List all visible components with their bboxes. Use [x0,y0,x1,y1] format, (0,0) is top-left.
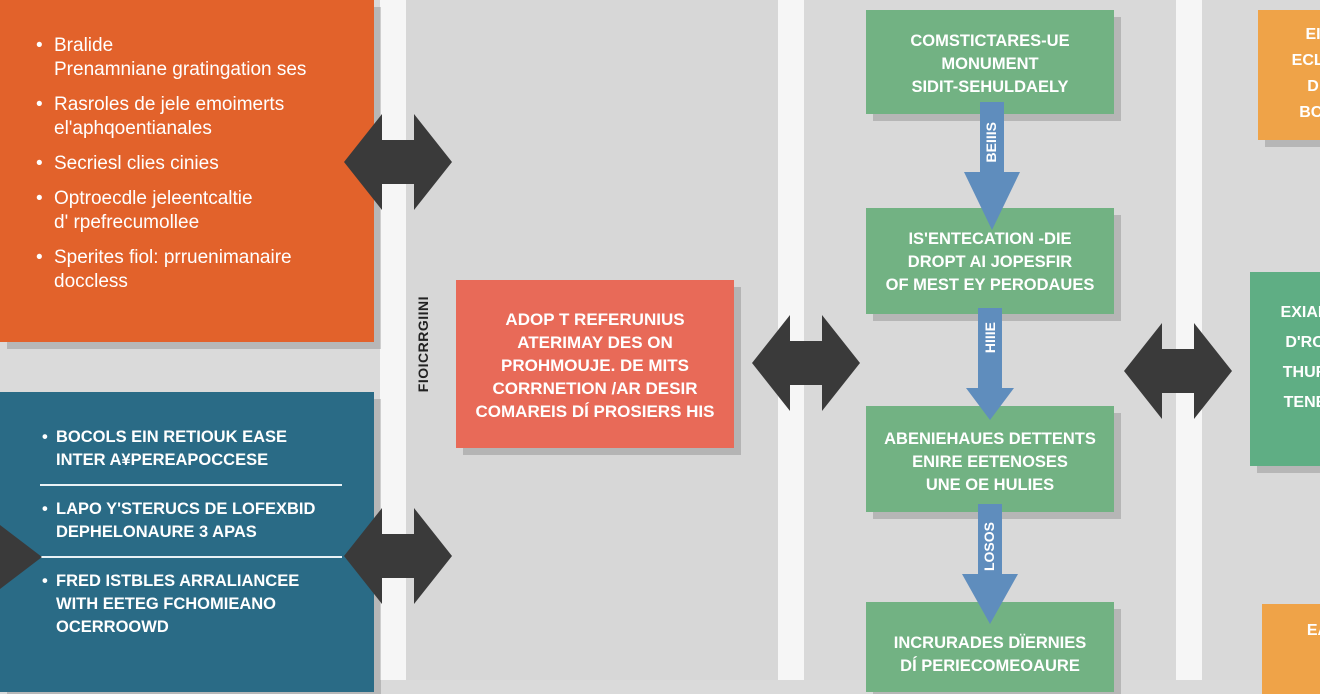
right-amber-box-bottom: EA [1262,604,1320,694]
list-item: Optroecdle jeleentcaltie d' rpefrecumoll… [26,187,360,235]
flow-step-1: COMSTICTARES-UE MONUMENT SIDIT-SEHULDAEL… [866,10,1114,114]
center-process-box: ADOP T REFERUNIUS ATERIMAY DES ON PROHMO… [456,280,734,448]
down-arrow-icon [962,504,1018,624]
down-arrow-icon [966,308,1014,420]
down-arrow-label: HIIIE [982,322,998,354]
double-arrow-icon [752,315,860,411]
orange-bullet-box: Bralide Prenamniane gratingation ses Ras… [0,0,374,342]
right-amber-box-top: EI ECLS D BCI [1258,10,1320,140]
down-arrow-icon [964,102,1020,230]
list-item: Sperites fiol: prruenimanaire doccless [26,246,360,294]
flow-step-3: ABENIEHAUES DETTENTS ENIRE EETENOSES UNE… [866,406,1114,512]
list-item: LAPO Y'STERUCS DE LOFEXBID DEPHELONAURE … [40,498,342,558]
double-arrow-icon [344,508,452,604]
double-arrow-icon [1124,323,1232,419]
list-item: Bralide Prenamniane gratingation ses [26,34,360,82]
teal-bullet-box: BOCOLS EIN RETIOUK EASE INTER A¥PEREAPOC… [0,392,374,692]
list-item: FRED ISTBLES ARRALIANCEE WITH EETEG FCHO… [40,570,342,651]
vertical-section-label: FIOICRRGIINI [415,296,431,393]
down-arrow-label: BEIIIS [983,122,999,163]
teal-bullet-list: BOCOLS EIN RETIOUK EASE INTER A¥PEREAPOC… [40,426,342,651]
list-item: BOCOLS EIN RETIOUK EASE INTER A¥PEREAPOC… [40,426,342,486]
left-arrowhead-icon [0,525,42,589]
list-item: Rasroles de jele emoimerts el'aphqoentia… [26,93,360,141]
orange-bullet-list: Bralide Prenamniane gratingation ses Ras… [26,34,360,294]
list-item: Secriesl clies cinies [26,152,360,176]
down-arrow-label: LOSOS [981,522,997,572]
flow-step-2: IS'ENTECATION -DIE DROPT AI JOPESFIR OF … [866,208,1114,314]
double-arrow-icon [344,114,452,210]
